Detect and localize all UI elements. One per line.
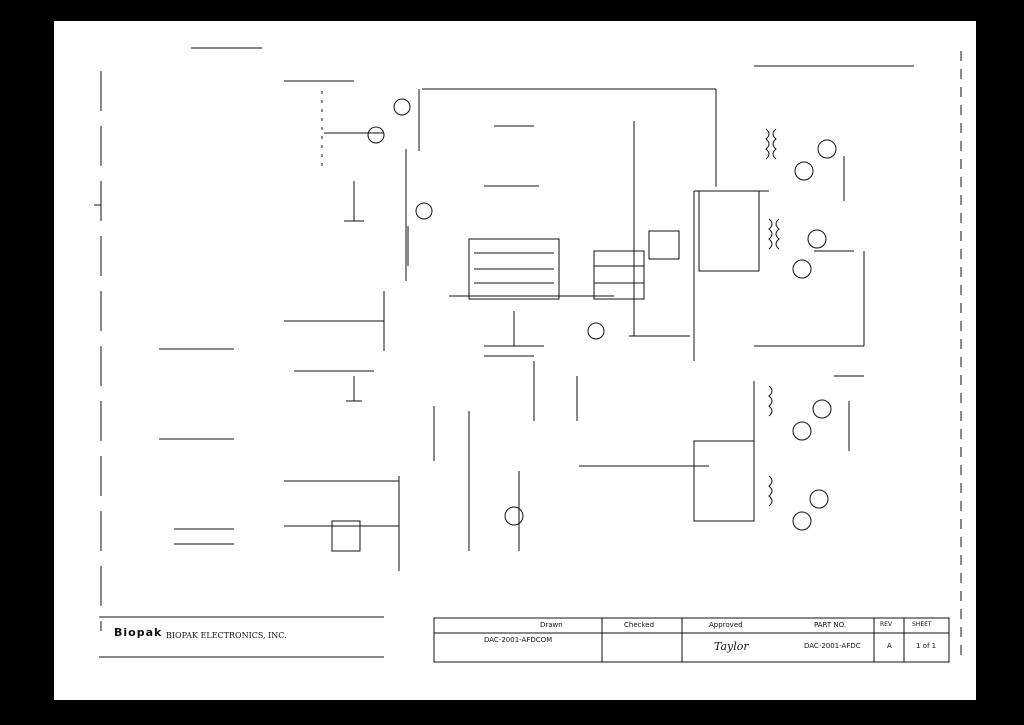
output-transistor <box>792 259 812 279</box>
driver-block <box>693 440 755 522</box>
company-name: BIOPAK ELECTRONICS, INC. <box>166 631 287 640</box>
transformer-coil <box>772 128 777 160</box>
header-sheet: SHEET <box>912 621 932 628</box>
output-transistor <box>809 489 829 509</box>
transformer-coil <box>768 475 773 507</box>
header-drawn: Drawn <box>540 621 563 629</box>
ic-block <box>468 238 560 300</box>
company-logo: Biopak <box>114 626 163 639</box>
output-transistor <box>794 161 814 181</box>
transistor-symbol <box>415 202 433 220</box>
header-approved: Approved <box>709 621 743 629</box>
header-rev: REV <box>880 621 893 628</box>
transformer-coil <box>768 218 773 250</box>
output-transistor <box>817 139 837 159</box>
revision: A <box>887 642 892 650</box>
component-box <box>331 520 361 552</box>
schematic-diagram <box>94 47 962 663</box>
driver-block <box>698 190 760 272</box>
connector-block <box>593 250 645 300</box>
approved-signature: Taylor <box>714 640 749 653</box>
output-transistor <box>807 229 827 249</box>
schematic-sheet: Biopak BIOPAK ELECTRONICS, INC. Drawn Ch… <box>54 21 976 700</box>
sheet-number: 1 of 1 <box>916 642 937 650</box>
transformer-coil <box>775 218 780 250</box>
transistor-symbol <box>587 322 605 340</box>
transistor-symbol <box>367 126 385 144</box>
component-box <box>648 230 680 260</box>
transistor-symbol <box>393 98 411 116</box>
part-number: DAC-2001-AFDC <box>804 642 861 650</box>
header-checked: Checked <box>624 621 655 629</box>
title-block-frame <box>433 617 950 663</box>
output-transistor <box>792 421 812 441</box>
transformer-coil <box>768 385 773 417</box>
output-transistor <box>812 399 832 419</box>
output-transistor <box>792 511 812 531</box>
header-part-no: PART NO. <box>814 621 847 629</box>
transformer-coil <box>765 128 770 160</box>
transistor-symbol <box>504 506 524 526</box>
drawing-number: DAC-2001-AFDCOM <box>484 636 553 644</box>
